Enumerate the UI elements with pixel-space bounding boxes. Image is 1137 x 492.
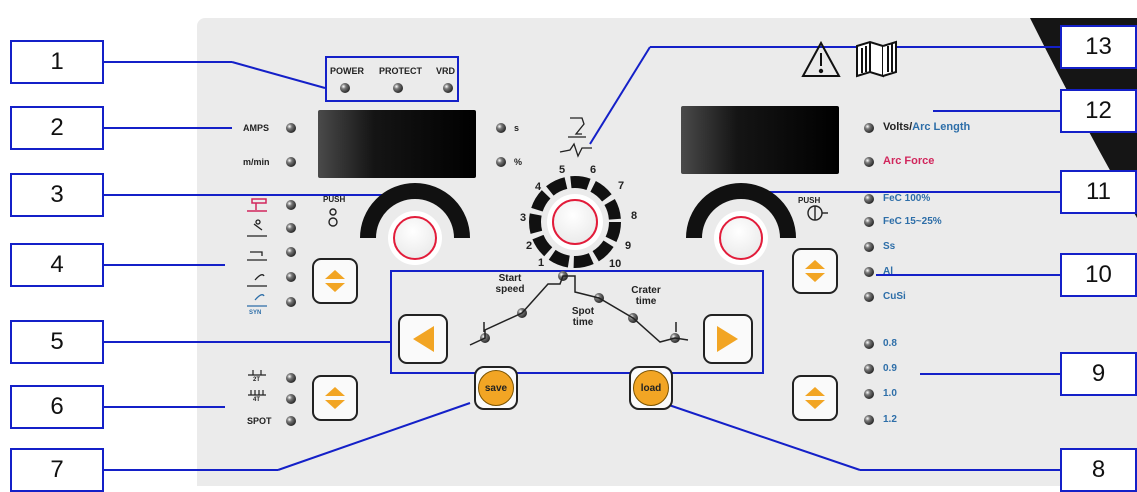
dial-6: 6 [590,164,597,176]
push-knob-left-icon [328,208,338,227]
amps-label: AMPS [243,123,270,133]
dial-5: 5 [559,164,566,176]
process-select-button[interactable] [312,258,358,304]
callout-5: 5 [10,320,104,364]
left-display [318,110,476,178]
callout-2: 2 [10,106,104,150]
vrd-label: VRD [436,66,456,76]
push-label-left: PUSH [323,195,346,204]
load-button-label: load [633,370,669,406]
seconds-label: s [514,123,520,133]
left-arrow-icon [413,326,434,352]
wire-10-label: 1.0 [883,388,897,399]
material-fec15-label: FeC 15~25% [883,216,942,227]
callout-7: 7 [10,448,104,492]
save-button[interactable]: save [474,366,518,410]
callout-3: 3 [10,173,104,217]
callout-9: 9 [1060,352,1137,396]
material-ss-label: Ss [883,241,896,252]
protect-label: PROTECT [379,66,423,76]
gas-torch-icon [247,274,267,287]
wire-09-label: 0.9 [883,363,897,374]
up-down-arrow-icon [805,387,825,409]
dial-9: 9 [625,240,632,252]
voltage-knob [719,216,763,260]
dial-7: 7 [618,180,625,192]
mma-electrode-icon [247,219,267,237]
dial-8: 8 [631,210,638,222]
up-down-arrow-icon [805,260,825,282]
2t-icon [248,370,266,376]
trigger-mode-button[interactable] [312,375,358,421]
mig-torch-icon [247,198,267,212]
up-down-arrow-icon [325,270,345,292]
right-arrow-icon [717,326,738,352]
manual-book-icon [856,40,897,78]
sequence-left-button[interactable] [398,314,448,364]
wire-08-label: 0.8 [883,338,897,349]
up-down-arrow-icon [325,387,345,409]
callout-12: 12 [1060,89,1137,133]
arc-force-label: Arc Force [883,155,935,167]
current-knob [393,216,437,260]
warning-icon [801,40,841,77]
dial-10: 10 [609,258,622,270]
callout-1: 1 [10,40,104,84]
2t-label: 2T [253,377,261,383]
callout-4: 4 [10,243,104,287]
push-knob-right-icon [807,205,828,221]
syn-torch-icon [247,294,267,307]
wire-size-button[interactable] [792,375,838,421]
load-button[interactable]: load [629,366,673,410]
start-speed-label: Start speed [495,273,525,295]
volts-arc-length-label: Volts/Arc Length [883,121,971,133]
save-button-label: save [478,370,514,406]
dial-2: 2 [526,240,533,252]
material-cusi-label: CuSi [883,291,906,302]
callout-6: 6 [10,385,104,429]
tig-torch-icon [247,251,267,261]
4t-icon [248,390,266,396]
callout-13: 13 [1060,25,1137,69]
4t-label: 4T [253,397,261,403]
spot-label: SPOT [247,416,272,426]
crater-time-label: Crater time [631,285,661,307]
dial-1: 1 [538,257,545,269]
callout-11: 11 [1060,170,1137,214]
dial-4: 4 [535,181,542,193]
percent-label: % [514,157,523,167]
inductance-knob [552,199,598,245]
sequence-right-button[interactable] [703,314,753,364]
right-display [681,106,839,174]
syn-label: SYN [249,310,262,316]
dial-3: 3 [520,212,527,224]
power-label: POWER [330,66,365,76]
spot-time-label: Spot time [571,306,595,328]
wire-12-label: 1.2 [883,414,897,425]
callout-10: 10 [1060,253,1137,297]
material-fec100-label: FeC 100% [883,193,931,204]
push-label-right: PUSH [798,196,821,205]
mmin-label: m/min [243,157,270,167]
material-select-button[interactable] [792,248,838,294]
material-al-label: Al [883,266,893,277]
